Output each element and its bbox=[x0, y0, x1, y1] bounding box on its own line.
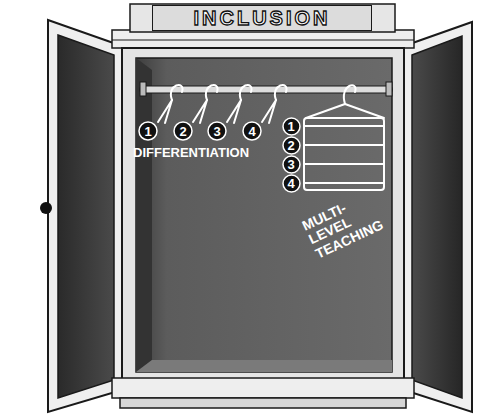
callout-number: 2 bbox=[173, 121, 193, 141]
callout-number-text: 4 bbox=[287, 177, 294, 190]
right-door bbox=[404, 22, 472, 412]
callout-number-text: 1 bbox=[144, 125, 151, 138]
group-label: MULTI- LEVEL TEACHING bbox=[300, 186, 392, 262]
callout-number-text: 2 bbox=[179, 125, 186, 138]
callout-number-text: 1 bbox=[287, 120, 294, 133]
left-door bbox=[40, 20, 122, 412]
hangers bbox=[158, 85, 287, 123]
multi-bar-hanger bbox=[304, 85, 384, 190]
callout-number: 1 bbox=[138, 121, 158, 141]
callout-number-text: 3 bbox=[287, 158, 294, 171]
callout-number-text: 4 bbox=[248, 125, 255, 138]
callout-number: 1 bbox=[282, 117, 301, 136]
group-label: DIFFERENTIATION bbox=[133, 146, 249, 160]
callout-number-text: 3 bbox=[213, 125, 220, 138]
callout-number-text: 2 bbox=[287, 139, 294, 152]
wardrobe-body bbox=[112, 48, 414, 408]
wardrobe-crown bbox=[112, 4, 414, 48]
title-plate: INCLUSION bbox=[152, 5, 372, 31]
title-text: INCLUSION bbox=[194, 8, 331, 28]
callout-number: 4 bbox=[242, 121, 262, 141]
callout-number: 2 bbox=[282, 136, 301, 155]
callout-number: 4 bbox=[282, 174, 301, 193]
callout-number: 3 bbox=[207, 121, 227, 141]
callout-number: 3 bbox=[282, 155, 301, 174]
